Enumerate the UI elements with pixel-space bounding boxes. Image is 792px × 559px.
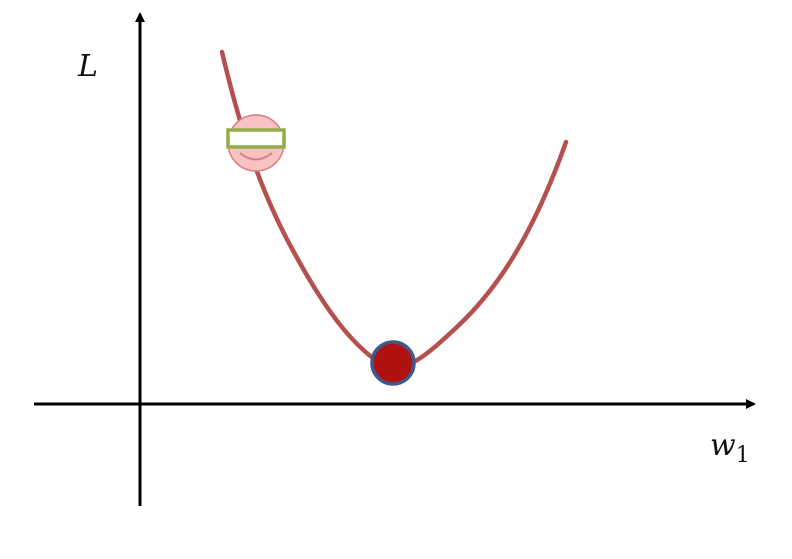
y-axis-label: L	[77, 49, 98, 84]
x-axis-label-letter: w	[710, 428, 736, 463]
ball-green-band	[226, 128, 286, 149]
ball-smile	[239, 152, 273, 161]
minimum-point-icon	[370, 340, 416, 386]
smiling-ball-with-green-band-icon	[226, 114, 286, 172]
loss-curve	[219, 49, 569, 370]
x-axis-label-subscript: 1	[736, 443, 750, 468]
x-axis-label: w1	[710, 428, 750, 468]
